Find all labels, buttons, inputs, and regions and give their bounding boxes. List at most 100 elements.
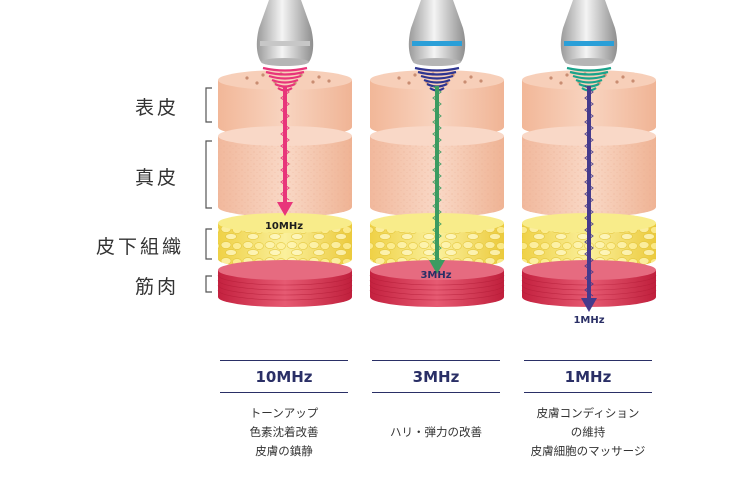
wave-line bbox=[566, 66, 612, 72]
arrow-zigzag bbox=[280, 85, 290, 201]
pore bbox=[631, 79, 635, 83]
muscle-fiber bbox=[217, 284, 353, 296]
wave-line bbox=[271, 78, 299, 84]
pore bbox=[255, 81, 259, 85]
ultrasound-probe bbox=[560, 0, 618, 66]
probe-tip bbox=[261, 58, 309, 66]
probe-body bbox=[408, 0, 466, 62]
wave-line bbox=[423, 78, 451, 84]
muscle-slab bbox=[217, 260, 353, 307]
pore bbox=[549, 76, 553, 80]
pore bbox=[559, 81, 563, 85]
wave-line bbox=[420, 74, 454, 80]
pore bbox=[469, 75, 473, 79]
muscle-fiber bbox=[369, 274, 505, 286]
layer-bracket bbox=[205, 228, 212, 260]
dermis-slab bbox=[370, 126, 504, 217]
columns-group bbox=[217, 0, 657, 312]
muscle-fiber bbox=[369, 279, 505, 291]
wave-line bbox=[572, 74, 606, 80]
layer-bracket bbox=[205, 87, 212, 123]
penetration-arrow bbox=[429, 85, 445, 274]
pore bbox=[311, 80, 315, 84]
muscle-fiber bbox=[369, 284, 505, 296]
probe-ring bbox=[412, 41, 462, 46]
penetration-arrow bbox=[277, 85, 293, 216]
pore bbox=[621, 75, 625, 79]
tissue-column bbox=[521, 0, 657, 312]
muscle-fiber bbox=[217, 274, 353, 286]
pore bbox=[565, 73, 569, 77]
pore bbox=[615, 80, 619, 84]
layer-label-dermis: 真皮 bbox=[135, 167, 180, 189]
description-line: の維持 bbox=[570, 425, 606, 439]
pore bbox=[407, 81, 411, 85]
description-line: 色素沈着改善 bbox=[249, 425, 319, 439]
column-heading-3mhz: 3MHz bbox=[372, 360, 500, 393]
depth-label-3mhz: 3MHz bbox=[420, 270, 452, 281]
depth-label-10mhz: 10MHz bbox=[264, 221, 304, 232]
ultrasound-probe bbox=[256, 0, 314, 66]
subcutaneous-slab bbox=[218, 213, 352, 269]
wave-line bbox=[417, 70, 457, 76]
layer-bracket bbox=[205, 275, 212, 293]
epidermis-slab-top bbox=[370, 70, 504, 90]
pore bbox=[397, 76, 401, 80]
column-description-1mhz: 皮膚コンディション の維持 皮膚細胞のマッサージ bbox=[513, 404, 663, 461]
pore bbox=[413, 73, 417, 77]
tissue-column bbox=[369, 0, 505, 307]
epidermis-slab-top bbox=[522, 70, 656, 90]
muscle-fiber bbox=[217, 289, 353, 301]
probe-tip bbox=[565, 58, 613, 66]
arrow-head bbox=[429, 260, 445, 274]
pore bbox=[261, 73, 265, 77]
column-heading-1mhz: 1MHz bbox=[524, 360, 652, 393]
arrow-head bbox=[581, 298, 597, 312]
wave-line bbox=[414, 66, 460, 72]
depth-label-1mhz: 1MHz bbox=[573, 315, 605, 326]
layer-label-subcutaneous: 皮下組織 bbox=[96, 236, 185, 258]
layer-brackets bbox=[205, 87, 212, 293]
description-line: ハリ・弾力の改善 bbox=[390, 425, 482, 439]
tissue-column bbox=[217, 0, 353, 307]
probe-ring bbox=[564, 41, 614, 46]
column-description-10mhz: トーンアップ 色素沈着改善 皮膚の鎮静 bbox=[209, 404, 359, 461]
wave-line bbox=[569, 70, 609, 76]
muscle-slab-side bbox=[218, 270, 352, 307]
probe-tip bbox=[413, 58, 461, 66]
description-line: 皮膚細胞のマッサージ bbox=[530, 444, 646, 458]
wave-line bbox=[262, 66, 308, 72]
layer-label-epidermis: 表皮 bbox=[135, 97, 180, 119]
ultrasound-probe bbox=[408, 0, 466, 66]
wave-line bbox=[265, 70, 305, 76]
pore bbox=[245, 76, 249, 80]
description-line: 皮膚コンディション bbox=[536, 406, 640, 420]
fat-cells bbox=[218, 223, 352, 269]
arrow-zigzag bbox=[432, 85, 442, 261]
pore bbox=[327, 79, 331, 83]
pore bbox=[317, 75, 321, 79]
pore bbox=[463, 80, 467, 84]
pore bbox=[479, 79, 483, 83]
muscle-fiber bbox=[217, 279, 353, 291]
probe-ring bbox=[260, 41, 310, 46]
muscle-slab-side bbox=[370, 270, 504, 307]
muscle-fiber bbox=[369, 289, 505, 301]
arrow-head bbox=[277, 202, 293, 216]
arrow-zigzag bbox=[584, 85, 594, 297]
description-line: トーンアップ bbox=[249, 406, 319, 420]
probe-body bbox=[560, 0, 618, 62]
subcutaneous-slab-top bbox=[218, 213, 352, 233]
penetration-arrow bbox=[581, 85, 597, 312]
description-line: 皮膚の鎮静 bbox=[255, 444, 313, 458]
probe-body bbox=[256, 0, 314, 62]
wave-line bbox=[268, 74, 302, 80]
muscle-slab-top bbox=[218, 260, 352, 280]
wave-line bbox=[575, 78, 603, 84]
column-description-3mhz: ハリ・弾力の改善 bbox=[361, 423, 511, 442]
epidermis-slab-top bbox=[218, 70, 352, 90]
layer-bracket bbox=[205, 140, 212, 209]
layer-label-muscle: 筋肉 bbox=[135, 276, 180, 298]
